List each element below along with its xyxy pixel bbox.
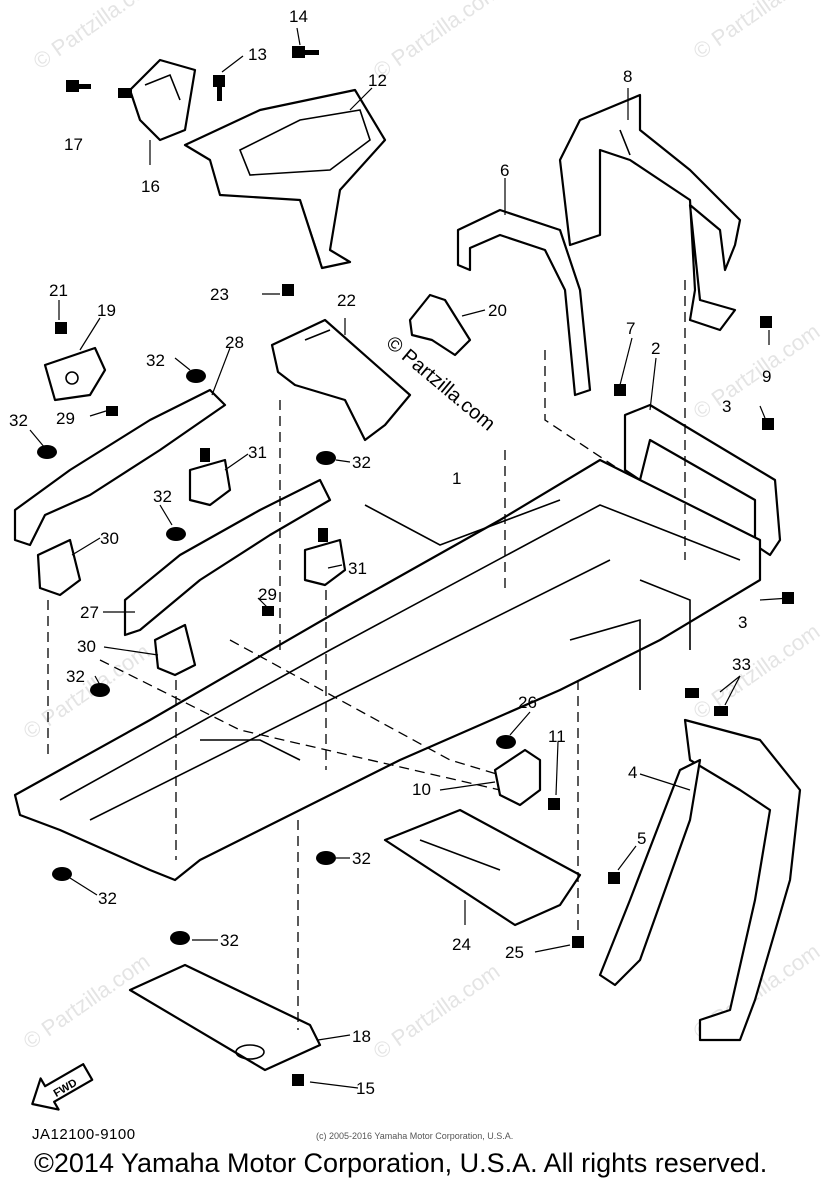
part-12-bracket [183,88,387,270]
part-31-mount-lower [303,528,347,587]
watermark: © Partzilla.com [19,949,155,1055]
callout-29: 29 [258,585,277,604]
part-18-skid-plate [128,963,322,1072]
callout-32: 32 [146,351,165,370]
callout-30: 30 [100,529,119,548]
callout-15: 15 [356,1079,375,1098]
part-28-bracket [13,388,227,547]
callout-20: 20 [488,301,507,320]
part-30-mount-left [36,538,82,597]
watermark: © Partzilla.com [369,0,505,84]
callout-13: 13 [248,45,267,64]
callout-19: 19 [97,301,116,320]
callout-30: 30 [77,637,96,656]
callout-17: 17 [64,135,83,154]
callout-7: 7 [626,319,635,338]
callout-31: 31 [248,443,267,462]
callout-31: 31 [348,559,367,578]
callout-25: 25 [505,943,524,962]
diagram-watermark: © Partzilla.com [382,332,499,435]
watermark: © Partzilla.com [29,0,165,74]
callout-32: 32 [153,487,172,506]
bolt-13 [213,75,225,101]
callout-22: 22 [337,291,356,310]
callout-5: 5 [637,829,646,848]
callout-3: 3 [722,397,731,416]
watermark: © Partzilla.com [369,959,505,1065]
callout-2: 2 [651,339,660,358]
copyright-notice: ©2014 Yamaha Motor Corporation, U.S.A. A… [34,1148,768,1178]
document-id: JA12100-9100 [32,1126,136,1143]
callout-24: 24 [452,935,471,954]
callout-26: 26 [518,693,537,712]
callout-32: 32 [352,849,371,868]
callout-32: 32 [352,453,371,472]
part-8-bracket [558,93,742,332]
callout-23: 23 [210,285,229,304]
part-4-stand [598,718,802,1042]
small-copyright: (c) 2005-2016 Yamaha Motor Corporation, … [316,1131,514,1141]
bolt-14 [292,46,319,58]
bolt-17 [66,80,91,92]
part-19-plate [43,346,107,402]
callout-8: 8 [623,67,632,86]
callout-11: 11 [548,727,566,746]
callout-9: 9 [762,367,771,386]
part-10-bracket [493,748,542,807]
callout-21: 21 [49,281,68,300]
part-24-skid-plate [383,808,582,927]
part-6-bracket [456,208,592,397]
watermark: © Partzilla.com [689,319,825,425]
fwd-arrow-icon: FWD [31,1063,94,1111]
callout-29: 29 [56,409,75,428]
part-16-hinge [118,58,197,142]
callout-labels: 1 2 3 3 4 5 6 7 8 9 10 11 12 13 14 15 16… [9,7,771,1098]
callout-32: 32 [66,667,85,686]
callout-1: 1 [452,469,461,488]
part-31-mount-upper [188,448,232,507]
callout-4: 4 [628,763,637,782]
callout-28: 28 [225,333,244,352]
callout-16: 16 [141,177,160,196]
callout-32: 32 [220,931,239,950]
callout-27: 27 [80,603,99,622]
part-22-plate [270,318,412,442]
callout-12: 12 [368,71,387,90]
callout-32: 32 [98,889,117,908]
leader-lines [29,27,791,1089]
callout-33: 33 [732,655,751,674]
callout-32: 32 [9,411,28,430]
callout-14: 14 [289,7,308,26]
part-1-main-frame [13,458,762,882]
callout-10: 10 [412,780,431,799]
watermark: © Partzilla.com [689,619,825,725]
assembly-lines [47,280,686,1030]
part-30-mount-center [153,623,197,677]
callout-18: 18 [352,1027,371,1046]
part-20-bracket [408,293,472,357]
callout-3: 3 [738,613,747,632]
fasteners [37,284,794,1086]
watermark: © Partzilla.com [689,0,825,64]
part-27-bracket [123,478,332,637]
callout-6: 6 [500,161,509,180]
